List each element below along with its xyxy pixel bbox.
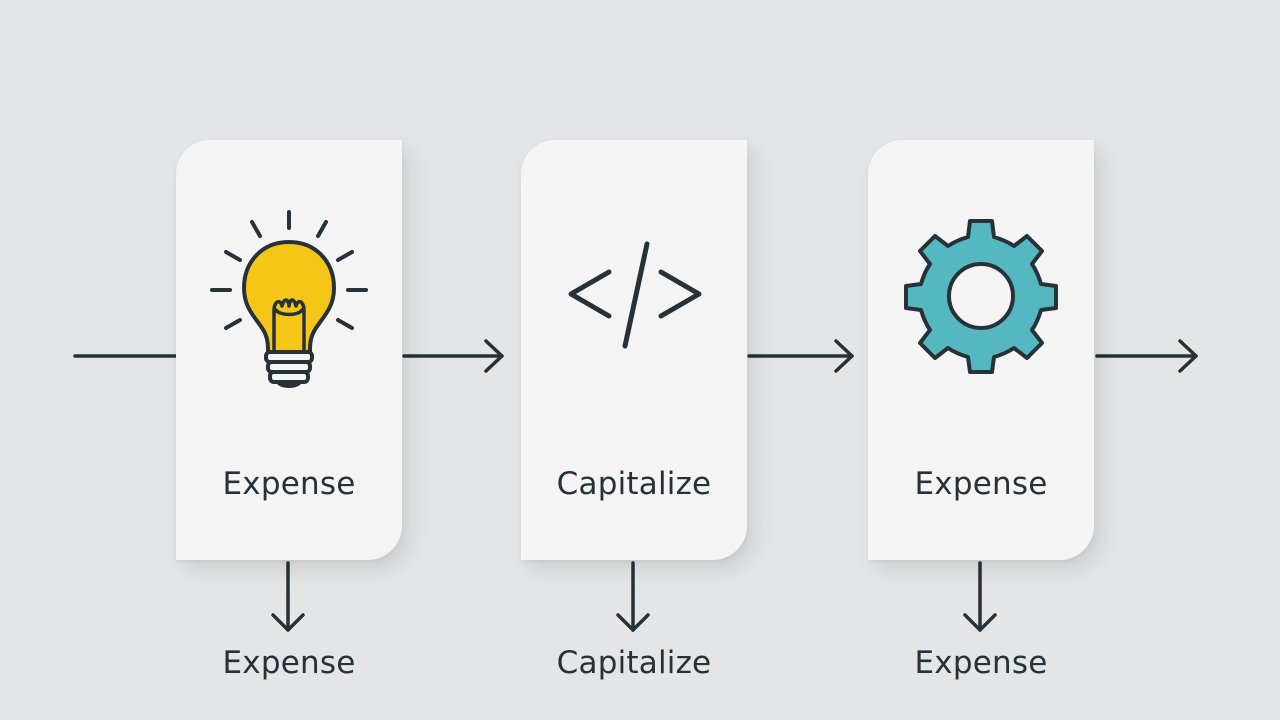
stage-card-operation: Expense: [868, 140, 1094, 560]
lightbulb-icon: [210, 210, 368, 388]
outcome-label-3: Expense: [914, 645, 1048, 681]
flow-arrow-2: [747, 339, 854, 373]
stage-label-1: Expense: [222, 466, 356, 502]
stage-card-idea: Expense: [176, 140, 402, 560]
flow-arrow-out: [1095, 339, 1198, 373]
stage-label-2: Capitalize: [556, 466, 712, 502]
down-arrow-3: [963, 561, 997, 632]
outcome-label-2: Capitalize: [556, 645, 712, 681]
stage-card-development: Capitalize: [521, 140, 747, 560]
down-arrow-2: [616, 561, 650, 632]
down-arrow-1: [271, 561, 305, 632]
code-icon: [568, 241, 702, 349]
gear-icon: [904, 219, 1058, 374]
stage-label-3: Expense: [914, 466, 1048, 502]
flow-arrow-1: [402, 339, 504, 373]
outcome-label-1: Expense: [222, 645, 356, 681]
